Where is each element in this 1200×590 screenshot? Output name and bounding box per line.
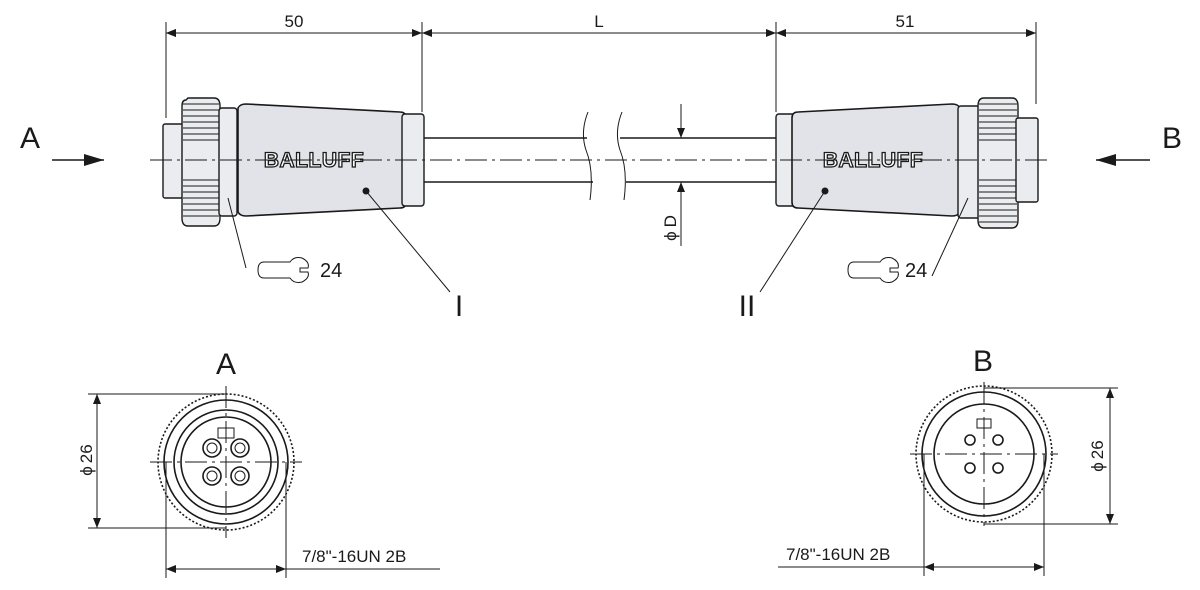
connector-left-coupling-nut — [181, 97, 221, 227]
end-view-a-diameter-symbol: ϕ — [77, 466, 96, 476]
connector-right-coupling-nut — [977, 97, 1019, 229]
end-view-a-mid-ring — [173, 409, 279, 515]
end-view-b-pin-2 — [992, 434, 1004, 446]
brand-logo-left: BALLUFF — [264, 149, 364, 172]
wrench-leader-left — [227, 197, 247, 269]
connector-right-body — [791, 103, 961, 217]
connector-right-knurl — [979, 103, 1017, 223]
callout-leader-I — [365, 190, 451, 293]
end-view-a-socket-2 — [230, 438, 250, 458]
end-view-a: A ϕ 26 7/8"-16UN 2B — [77, 348, 440, 578]
wrench-size-left: 24 — [320, 260, 342, 282]
callout-leader-II — [759, 190, 826, 293]
end-view-a-thread-label: 7/8"-16UN 2B — [302, 547, 406, 566]
connector-right: BALLUFF — [775, 97, 1039, 229]
connector-left: BALLUFF — [162, 97, 425, 227]
callouts: I II 24 24 — [227, 190, 969, 323]
cable-break-right — [616, 111, 626, 201]
end-view-a-diameter-value: 26 — [77, 444, 96, 463]
brand-logo-right: BALLUFF — [823, 149, 923, 172]
wrench-icon-right — [847, 257, 899, 283]
end-view-b-pin-3 — [964, 462, 976, 474]
end-view-b-diameter-label: ϕ 26 — [1088, 440, 1107, 471]
cable — [424, 111, 776, 201]
view-arrow-a-label: A — [20, 122, 40, 155]
end-view-b-diameter-value: 26 — [1088, 440, 1107, 459]
end-view-b-pin-4 — [992, 462, 1004, 474]
cable-diameter-symbol: ϕ — [661, 231, 680, 241]
callout-label-II: II — [739, 290, 756, 323]
cable-diameter-value: D — [661, 215, 680, 227]
end-view-a-socket-4-inner — [234, 470, 246, 482]
dim-label-right-length: 51 — [896, 12, 915, 31]
end-view-b-pin-1 — [964, 434, 976, 446]
end-view-b-thread-label: 7/8"-16UN 2B — [786, 545, 890, 564]
end-view-a-socket-1-inner — [206, 442, 218, 454]
end-view-a-socket-3 — [202, 466, 222, 486]
cable-break-left — [582, 111, 592, 201]
dim-label-cable-length: L — [594, 12, 603, 31]
end-view-a-socket-2-inner — [234, 442, 246, 454]
dim-label-left-length: 50 — [285, 12, 304, 31]
end-view-b: B ϕ 26 7/8"-16UN 2B — [778, 345, 1118, 576]
end-view-b-label: B — [973, 345, 993, 378]
wrench-leader-right — [931, 197, 969, 277]
end-view-a-label: A — [216, 348, 236, 381]
wrench-size-right: 24 — [905, 260, 927, 282]
end-view-a-socket-3-inner — [206, 470, 218, 482]
end-view-a-socket-1 — [202, 438, 222, 458]
top-dimension-group: 50 L 51 — [165, 12, 1037, 118]
end-view-a-socket-4 — [230, 466, 250, 486]
connector-left-collar — [218, 107, 238, 217]
end-view-a-diameter-label: ϕ 26 — [77, 444, 96, 475]
cable-diameter-label: ϕD — [661, 215, 680, 241]
callout-label-I: I — [455, 290, 463, 323]
connector-left-knurl — [183, 103, 219, 217]
view-arrow-b-label: B — [1162, 122, 1182, 155]
view-arrows: A B — [20, 122, 1182, 166]
cable-diameter-dimension: ϕD — [661, 104, 685, 246]
end-view-b-diameter-symbol: ϕ — [1088, 462, 1107, 472]
wrench-icon-left — [257, 257, 309, 283]
connector-right-collar — [957, 105, 981, 219]
